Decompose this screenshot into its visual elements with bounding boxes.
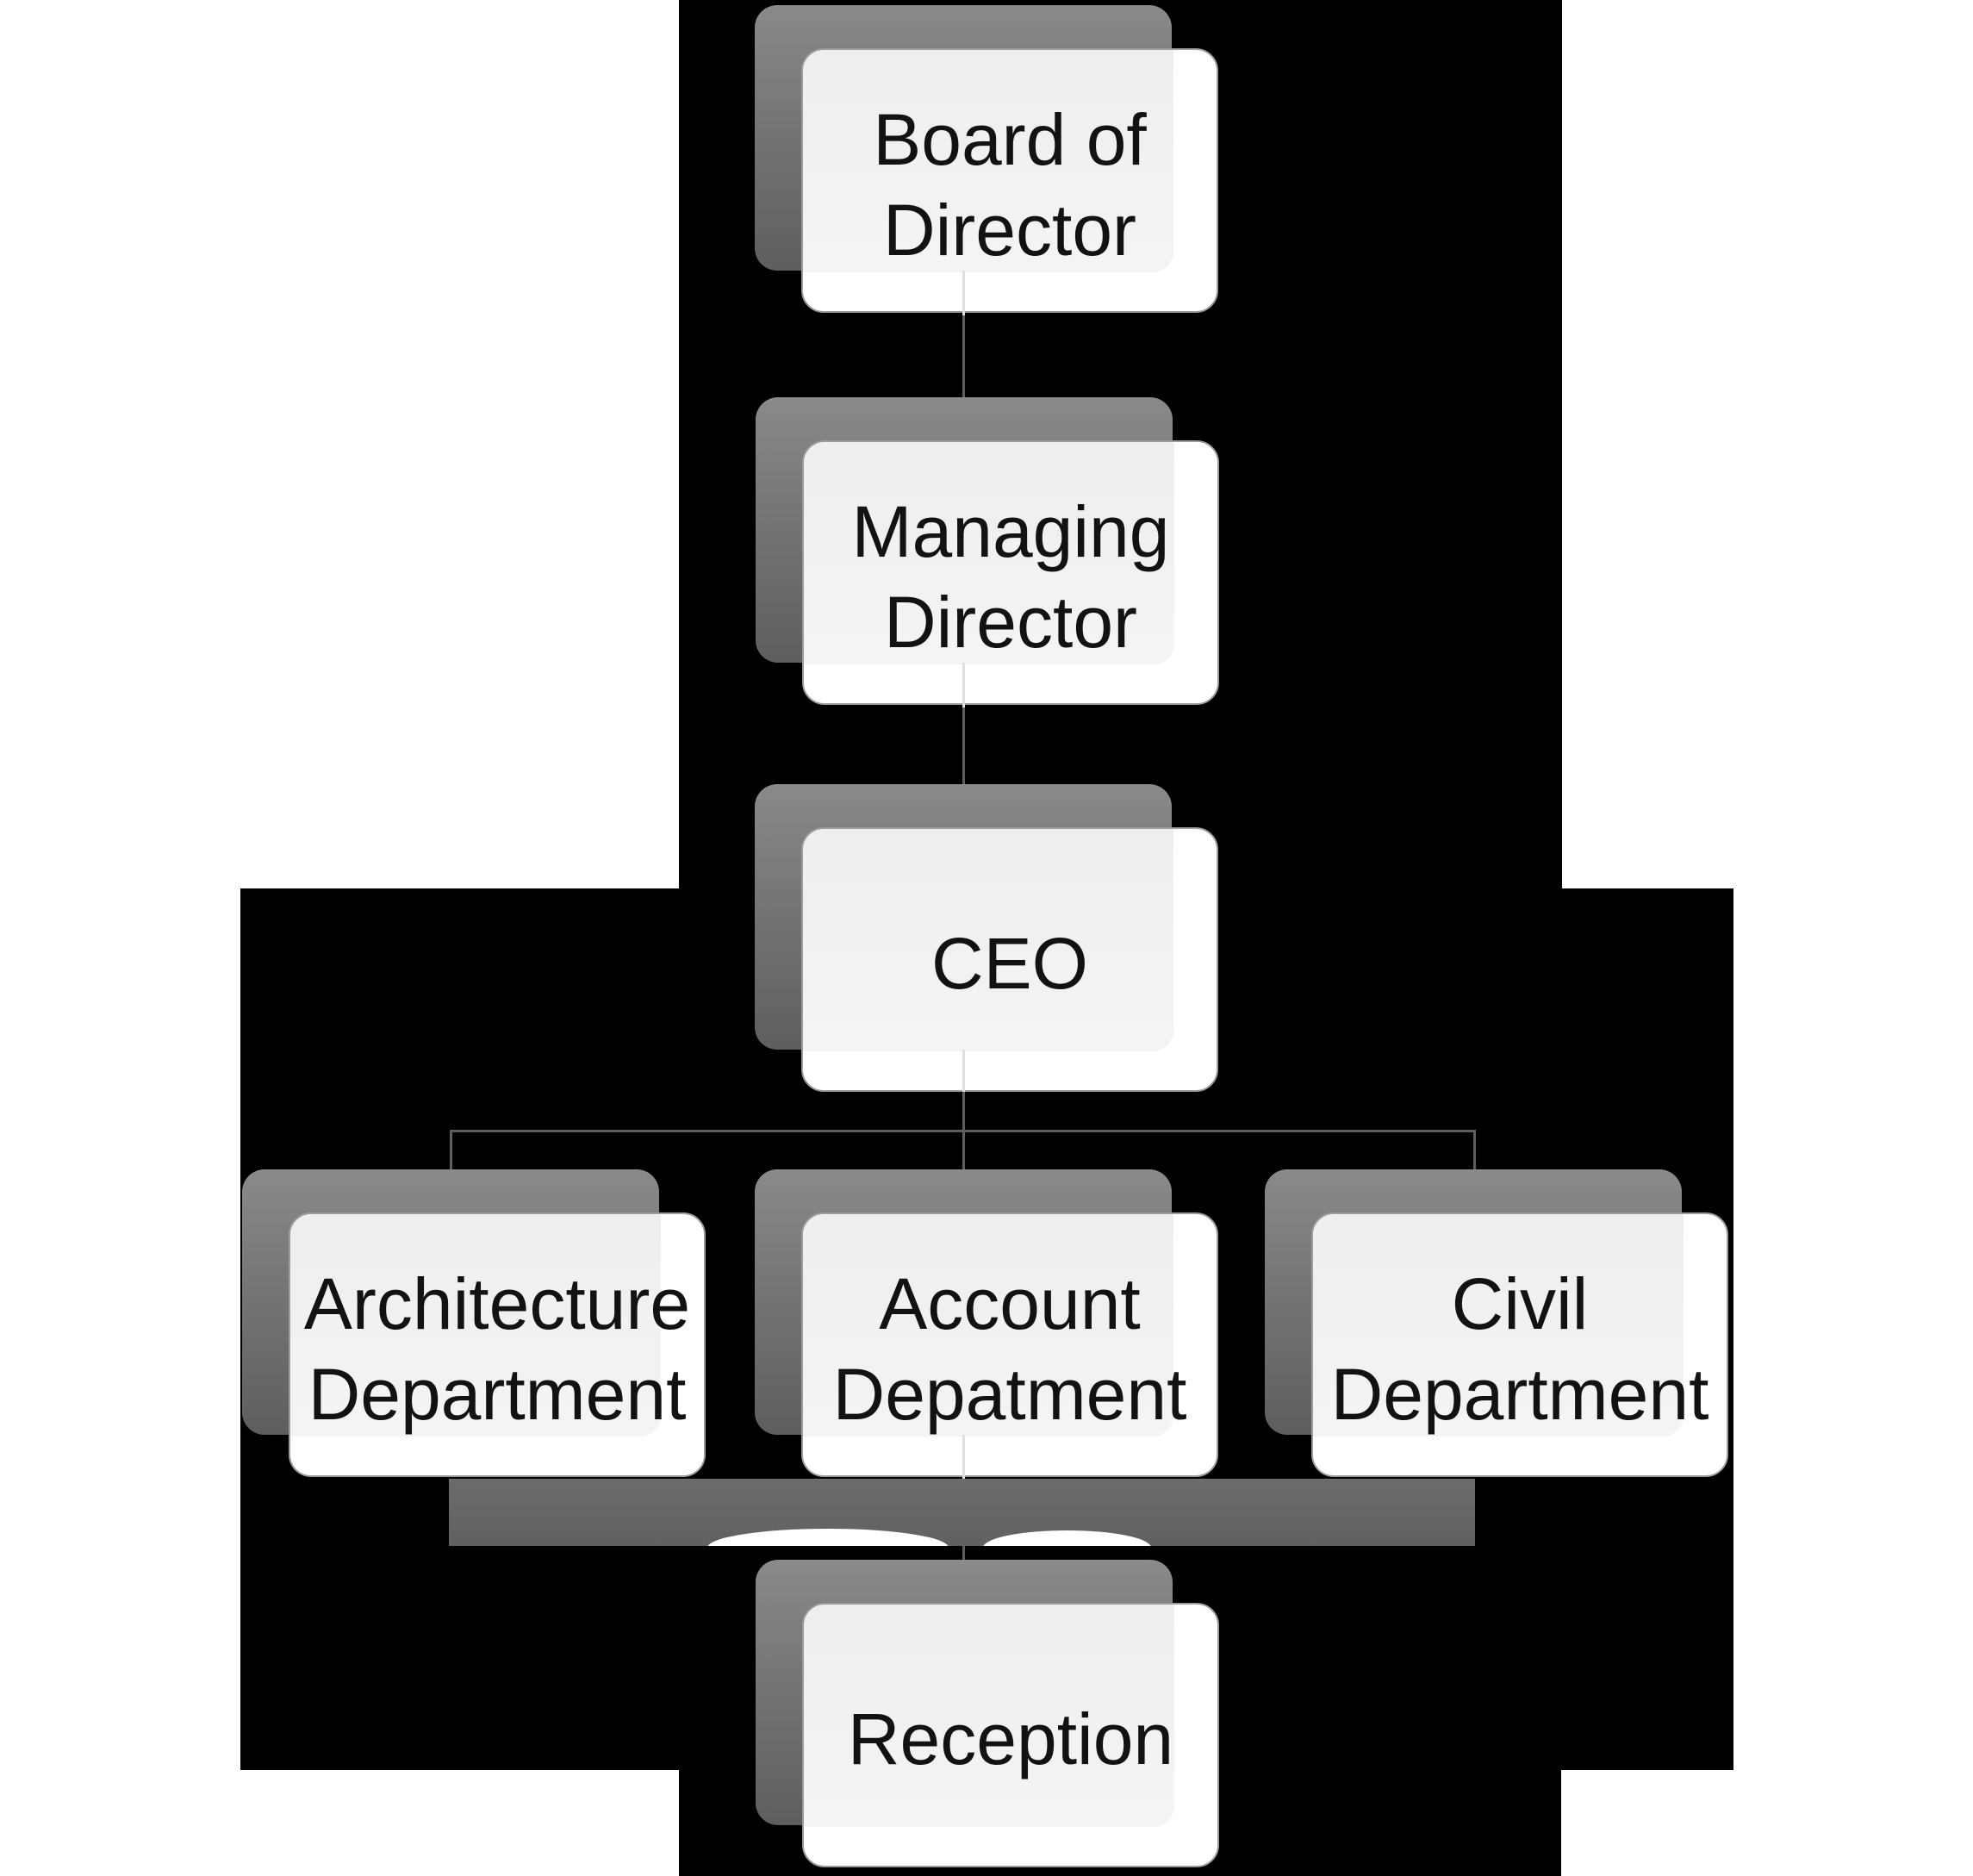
node-label: Managing Director <box>851 491 1170 663</box>
node-card: Reception <box>802 1603 1219 1867</box>
node-card-inner <box>803 1214 1173 1437</box>
connector-light-managing <box>962 663 965 707</box>
node-label: Reception <box>847 1698 1174 1780</box>
node-card: Board of Director <box>801 48 1218 313</box>
org-node-managing-director: Managing Director <box>756 397 1219 705</box>
org-node-board-of-director: Board of Director <box>755 5 1218 313</box>
node-card-inner <box>804 1605 1174 1827</box>
node-label: Board of Director <box>873 99 1147 271</box>
node-card-inner <box>804 442 1174 664</box>
shadow-bar-white-arc-left <box>707 1529 949 1546</box>
connector-stub-civil <box>1473 1130 1476 1169</box>
node-card-inner <box>803 50 1173 272</box>
node-card-inner <box>1313 1214 1684 1437</box>
connector-shadow-bar <box>449 1479 1475 1546</box>
node-label: Account Depatment <box>832 1263 1187 1435</box>
connector-stub-architecture <box>450 1130 452 1169</box>
node-card: Account Depatment <box>801 1212 1218 1477</box>
org-node-ceo: CEO <box>755 784 1218 1092</box>
connector-light-ceo <box>962 1050 965 1092</box>
node-card: Civil Department <box>1311 1212 1728 1477</box>
org-node-account-department: Account Depatment <box>755 1169 1218 1477</box>
node-card-inner <box>803 829 1173 1051</box>
connector-ceo-drop <box>962 1092 965 1131</box>
org-node-reception: Reception <box>756 1560 1219 1867</box>
shadow-bar-white-arc-right <box>983 1530 1151 1546</box>
node-card: CEO <box>801 827 1218 1092</box>
connector-board-managing <box>962 315 965 397</box>
node-label: CEO <box>930 923 1089 1005</box>
node-card-inner <box>290 1214 661 1437</box>
org-node-architecture-department: Architecture Department <box>242 1169 706 1477</box>
node-card: Architecture Department <box>289 1212 706 1477</box>
connector-managing-ceo <box>962 707 965 784</box>
connector-account-reception <box>962 1546 965 1561</box>
connector-light-account <box>962 1435 965 1479</box>
node-card: Managing Director <box>802 440 1219 705</box>
node-label: Civil Department <box>1330 1263 1709 1435</box>
node-label: Architecture Department <box>303 1263 691 1435</box>
connector-stub-account <box>962 1130 965 1170</box>
connector-light-board <box>962 271 965 315</box>
org-node-civil-department: Civil Department <box>1265 1169 1728 1477</box>
